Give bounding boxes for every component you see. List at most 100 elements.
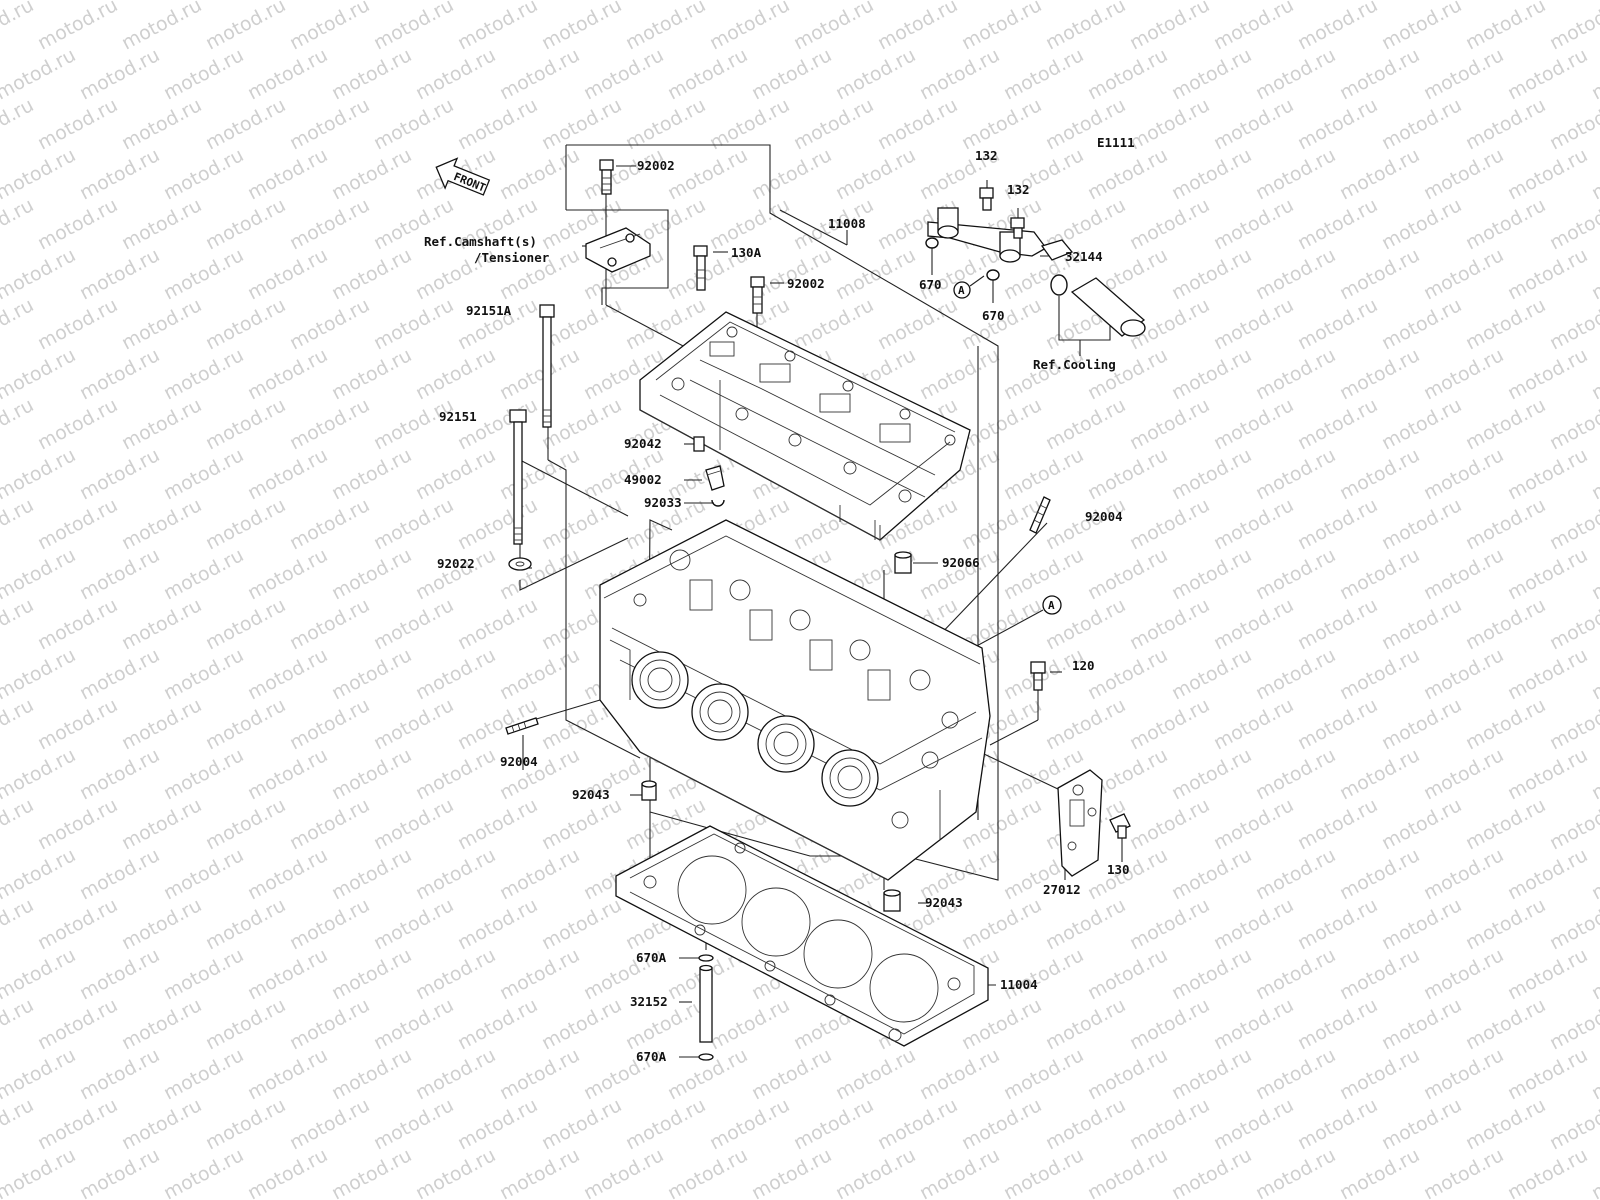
watermark-text: motod.ru bbox=[160, 44, 247, 104]
oring-670A-bottom bbox=[698, 1053, 714, 1061]
watermark-text: motod.ru bbox=[1252, 344, 1339, 404]
label-92033: 92033 bbox=[644, 495, 682, 510]
watermark-text: motod.ru bbox=[1420, 144, 1507, 204]
watermark-text: motod.ru bbox=[118, 494, 205, 554]
watermark-text: motod.ru bbox=[160, 644, 247, 704]
watermark-text: motod.ru bbox=[286, 194, 373, 254]
watermark-text: motod.ru bbox=[1252, 1044, 1339, 1104]
watermark-text: motod.ru bbox=[1588, 944, 1600, 1004]
watermark-text: motod.ru bbox=[1546, 994, 1600, 1054]
watermark-text: motod.ru bbox=[1588, 844, 1600, 904]
watermark-text: motod.ru bbox=[1378, 794, 1465, 854]
watermark-text: motod.ru bbox=[286, 494, 373, 554]
watermark-text: motod.ru bbox=[1420, 644, 1507, 704]
bolt-130 bbox=[1109, 813, 1131, 839]
watermark-text: motod.ru bbox=[1000, 344, 1087, 404]
watermark-text: motod.ru bbox=[1168, 744, 1255, 804]
watermark-text: motod.ru bbox=[202, 294, 289, 354]
watermark-text: motod.ru bbox=[1504, 744, 1591, 804]
watermark-text: motod.ru bbox=[580, 0, 667, 4]
watermark-text: motod.ru bbox=[0, 1144, 79, 1200]
watermark-text: motod.ru bbox=[244, 344, 331, 404]
watermark-text: motod.ru bbox=[1294, 194, 1381, 254]
watermark-text: motod.ru bbox=[1462, 0, 1549, 54]
watermark-text: motod.ru bbox=[1462, 794, 1549, 854]
watermark-text: motod.ru bbox=[1336, 944, 1423, 1004]
watermark-text: motod.ru bbox=[1462, 694, 1549, 754]
watermark-text: motod.ru bbox=[1504, 344, 1591, 404]
watermark-text: motod.ru bbox=[0, 44, 79, 104]
watermark-text: motod.ru bbox=[1252, 0, 1339, 4]
watermark-text: motod.ru bbox=[1420, 544, 1507, 604]
label-670A-bottom: 670A bbox=[636, 1049, 667, 1064]
watermark-text: motod.ru bbox=[496, 1144, 583, 1200]
watermark-text: motod.ru bbox=[202, 1194, 289, 1200]
watermark-text: motod.ru bbox=[1126, 394, 1213, 454]
watermark-text: motod.ru bbox=[1504, 644, 1591, 704]
watermark-text: motod.ru bbox=[244, 1044, 331, 1104]
bolt-92151A bbox=[539, 304, 555, 428]
washer-92022 bbox=[508, 557, 532, 571]
watermark-text: motod.ru bbox=[874, 294, 961, 354]
watermark-text: motod.ru bbox=[874, 1094, 961, 1154]
hose-clamp bbox=[1050, 274, 1068, 296]
cylinder-head bbox=[599, 519, 991, 881]
watermark-text: motod.ru bbox=[1210, 0, 1297, 54]
watermark-text: motod.ru bbox=[202, 94, 289, 154]
watermark-text: motod.ru bbox=[328, 44, 415, 104]
watermark-text: motod.ru bbox=[244, 844, 331, 904]
dowel-92043-right bbox=[883, 889, 901, 912]
watermark-text: motod.ru bbox=[286, 294, 373, 354]
label-670A-top: 670A bbox=[636, 950, 667, 965]
ref-tensioner-label: /Tensioner bbox=[474, 250, 550, 265]
watermark-text: motod.ru bbox=[1084, 644, 1171, 704]
watermark-text: motod.ru bbox=[1588, 144, 1600, 204]
watermark-text: motod.ru bbox=[160, 444, 247, 504]
pipe-32152 bbox=[699, 964, 713, 1043]
watermark-text: motod.ru bbox=[34, 894, 121, 954]
watermark-text: motod.ru bbox=[1462, 94, 1549, 154]
watermark-text: motod.ru bbox=[412, 944, 499, 1004]
watermark-text: motod.ru bbox=[1588, 0, 1600, 4]
watermark-text: motod.ru bbox=[370, 894, 457, 954]
marker-a-right-label: A bbox=[1048, 599, 1055, 612]
watermark-text: motod.ru bbox=[1462, 1194, 1549, 1200]
watermark-text: motod.ru bbox=[1252, 244, 1339, 304]
watermark-text: motod.ru bbox=[1504, 0, 1591, 4]
watermark-text: motod.ru bbox=[1084, 144, 1171, 204]
watermark-text: motod.ru bbox=[0, 1094, 37, 1154]
watermark-text: motod.ru bbox=[1546, 494, 1600, 554]
watermark-text: motod.ru bbox=[76, 244, 163, 304]
watermark-text: motod.ru bbox=[1462, 294, 1549, 354]
watermark-text: motod.ru bbox=[1210, 194, 1297, 254]
label-92043-right: 92043 bbox=[925, 895, 963, 910]
watermark-text: motod.ru bbox=[1294, 394, 1381, 454]
watermark-text: motod.ru bbox=[0, 994, 37, 1054]
watermark-text: motod.ru bbox=[1378, 894, 1465, 954]
watermark-text: motod.ru bbox=[1126, 994, 1213, 1054]
watermark-text: motod.ru bbox=[832, 144, 919, 204]
watermark-text: motod.ru bbox=[202, 0, 289, 54]
watermark-text: motod.ru bbox=[1210, 694, 1297, 754]
watermark-text: motod.ru bbox=[1294, 94, 1381, 154]
watermark-text: motod.ru bbox=[0, 544, 79, 604]
bolt-132-a bbox=[979, 187, 994, 211]
label-132-a: 132 bbox=[975, 148, 998, 163]
watermark-text: motod.ru bbox=[202, 594, 289, 654]
watermark-text: motod.ru bbox=[1546, 94, 1600, 154]
watermark-text: motod.ru bbox=[1084, 1144, 1171, 1200]
watermark-text: motod.ru bbox=[1042, 894, 1129, 954]
watermark-text: motod.ru bbox=[496, 844, 583, 904]
watermark-text: motod.ru bbox=[202, 694, 289, 754]
watermark-text: motod.ru bbox=[1588, 1144, 1600, 1200]
watermark-text: motod.ru bbox=[538, 1094, 625, 1154]
watermark-text: motod.ru bbox=[1000, 644, 1087, 704]
watermark-text: motod.ru bbox=[874, 94, 961, 154]
watermark-text: motod.ru bbox=[706, 1094, 793, 1154]
watermark-text: motod.ru bbox=[1336, 744, 1423, 804]
watermark-text: motod.ru bbox=[0, 594, 37, 654]
watermark-text: motod.ru bbox=[748, 0, 835, 4]
watermark-text: motod.ru bbox=[0, 244, 79, 304]
watermark-text: motod.ru bbox=[1084, 344, 1171, 404]
watermark-text: motod.ru bbox=[160, 144, 247, 204]
